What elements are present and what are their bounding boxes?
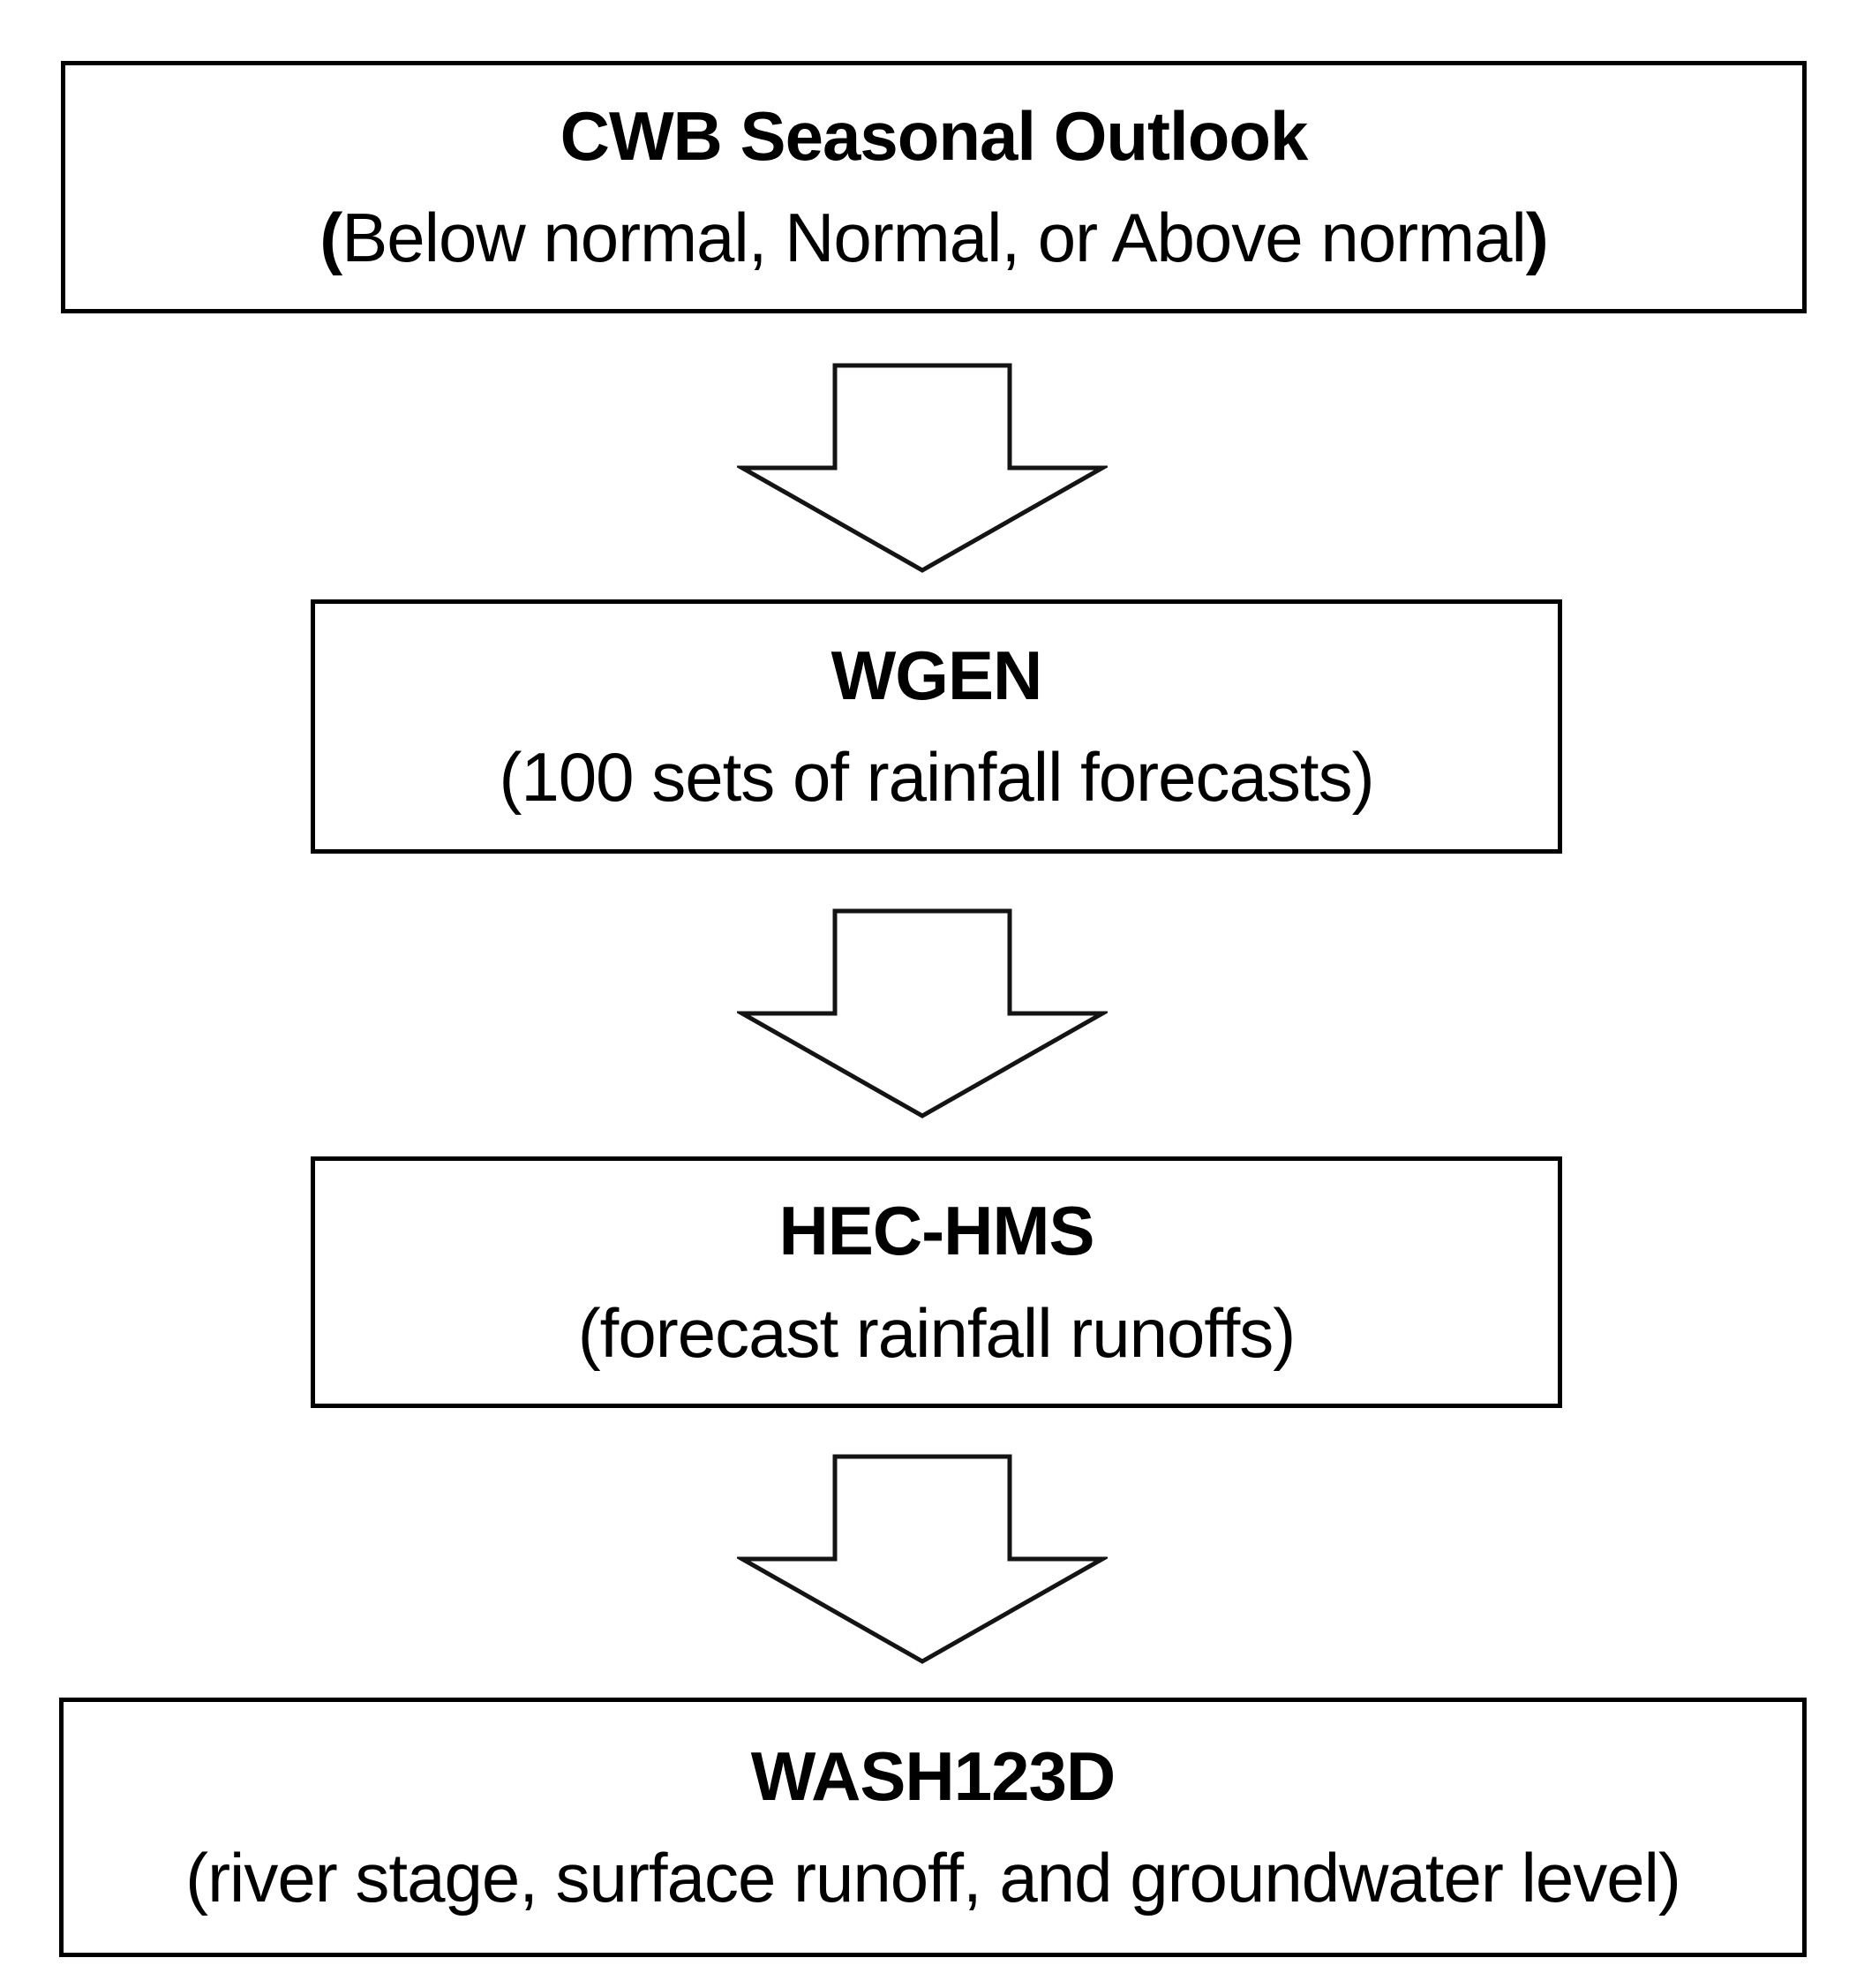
node-wash123d: WASH123D (river stage, surface runoff, a… — [59, 1698, 1807, 1957]
down-arrow-icon — [737, 908, 1108, 1118]
node-subtitle: (river stage, surface runoff, and ground… — [185, 1839, 1681, 1916]
node-title: WGEN — [831, 636, 1043, 714]
node-hec-hms: HEC-HMS (forecast rainfall runoffs) — [311, 1156, 1562, 1408]
node-subtitle: (Below normal, Normal, or Above normal) — [319, 187, 1549, 289]
down-arrow-icon — [737, 1454, 1108, 1664]
down-arrow-icon — [737, 363, 1108, 573]
node-title: WASH123D — [750, 1736, 1116, 1815]
node-subtitle: (100 sets of rainfall forecasts) — [499, 738, 1374, 816]
node-cwb-seasonal-outlook: CWB Seasonal Outlook (Below normal, Norm… — [61, 61, 1807, 313]
node-subtitle: (forecast rainfall runoffs) — [577, 1293, 1297, 1372]
open-paren: ( — [319, 199, 342, 276]
node-title: HEC-HMS — [778, 1192, 1095, 1270]
subtitle-text: Below normal, Normal, or Above normal — [342, 199, 1527, 276]
close-paren: ) — [1525, 199, 1549, 276]
node-title: CWB Seasonal Outlook — [560, 96, 1309, 175]
node-wgen: WGEN (100 sets of rainfall forecasts) — [311, 599, 1562, 854]
